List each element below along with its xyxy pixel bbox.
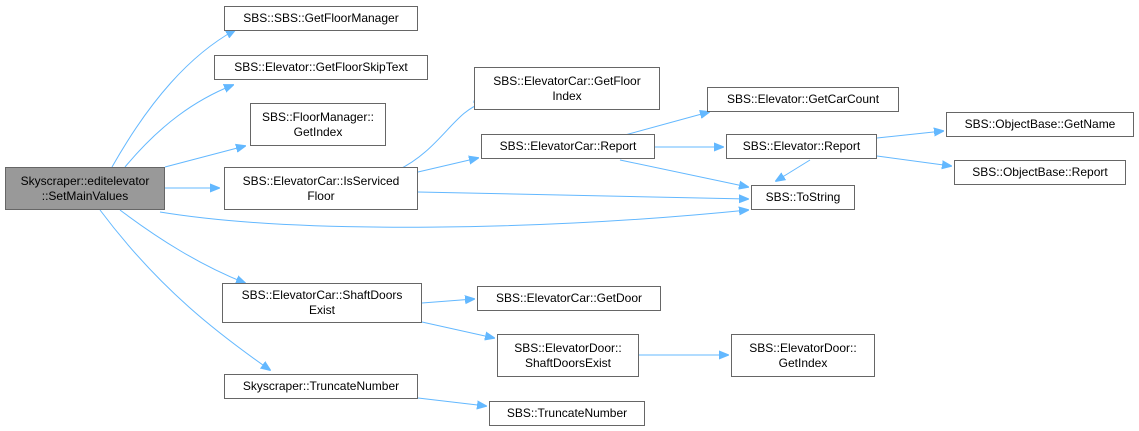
node-get-floor-index[interactable]: SBS::ElevatorCar::GetFloor Index [474, 67, 660, 110]
node-label: SBS::Elevator::Report [742, 139, 861, 153]
node-label: SBS::ElevatorDoor:: GetIndex [749, 340, 857, 370]
edge-root-shaft-doors-exist [119, 209, 245, 283]
edge-report-to-string [619, 159, 748, 187]
node-shaft-doors-exist-car[interactable]: SBS::ElevatorCar::ShaftDoors Exist [222, 283, 422, 323]
node-label: SBS::ElevatorCar::Report [499, 139, 637, 153]
edge-root-floor-manager-get-index [164, 146, 245, 168]
node-label: SBS::ObjectBase::GetName [964, 117, 1116, 131]
edge-shaftdoors-door-shaft-doors-exist [421, 321, 494, 338]
edge-shaftdoors-get-door [421, 299, 474, 303]
node-door-shaft-doors-exist[interactable]: SBS::ElevatorDoor:: ShaftDoorsExist [497, 334, 639, 377]
node-label: SBS::Elevator::GetCarCount [726, 92, 880, 106]
edge-serviced-to-string [417, 191, 748, 199]
node-root-set-main-values: Skyscraper::editelevator ::SetMainValues [5, 167, 165, 210]
node-get-door[interactable]: SBS::ElevatorCar::GetDoor [477, 286, 661, 311]
node-label: SBS::SBS::GetFloorManager [243, 11, 399, 25]
edge-truncate-sbs-truncate [417, 397, 486, 406]
node-objectbase-report[interactable]: SBS::ObjectBase::Report [954, 160, 1126, 185]
node-label: SBS::ElevatorCar::GetFloor Index [493, 73, 641, 103]
node-is-serviced-floor[interactable]: SBS::ElevatorCar::IsServiced Floor [224, 167, 418, 210]
node-label: SBS::FloorManager:: GetIndex [261, 109, 375, 139]
node-door-get-index[interactable]: SBS::ElevatorDoor:: GetIndex [731, 334, 875, 377]
edge-root-to-string [159, 210, 748, 228]
node-label: SBS::ElevatorDoor:: ShaftDoorsExist [514, 340, 622, 370]
node-get-floor-manager[interactable]: SBS::SBS::GetFloorManager [224, 6, 418, 31]
node-label: SBS::ElevatorCar::ShaftDoors Exist [241, 288, 403, 317]
node-label: Skyscraper::TruncateNumber [242, 379, 400, 393]
edge-elev-report-get-name [876, 131, 943, 139]
edge-root-get-floor-skip-text [124, 85, 233, 168]
edge-report-get-car-count [624, 112, 709, 136]
node-get-car-count[interactable]: SBS::Elevator::GetCarCount [707, 87, 899, 112]
edge-serviced-car-report [417, 158, 478, 173]
node-label: SBS::ObjectBase::Report [972, 165, 1108, 179]
node-truncate-number-sbs[interactable]: SBS::TruncateNumber [489, 401, 645, 426]
edge-root-get-floor-manager [111, 30, 235, 168]
node-get-floor-skip-text[interactable]: SBS::Elevator::GetFloorSkipText [214, 55, 428, 80]
node-truncate-number-sky[interactable]: Skyscraper::TruncateNumber [224, 374, 418, 399]
node-label: SBS::ElevatorCar::GetDoor [495, 291, 643, 305]
edge-elev-report-to-string [776, 159, 811, 181]
node-get-name[interactable]: SBS::ObjectBase::GetName [946, 112, 1134, 137]
node-to-string[interactable]: SBS::ToString [751, 185, 855, 210]
node-label: SBS::ToString [765, 190, 841, 204]
node-elevator-report[interactable]: SBS::Elevator::Report [726, 134, 877, 159]
edge-elev-report-objectbase-report [876, 155, 951, 166]
node-label: SBS::Elevator::GetFloorSkipText [234, 60, 408, 74]
edge-root-truncate-number [99, 209, 270, 370]
node-label: SBS::TruncateNumber [506, 406, 628, 420]
node-label: SBS::ElevatorCar::IsServiced Floor [242, 173, 400, 203]
node-label: Skyscraper::editelevator ::SetMainValues [20, 173, 150, 203]
node-car-report[interactable]: SBS::ElevatorCar::Report [481, 134, 655, 159]
node-floor-manager-get-index[interactable]: SBS::FloorManager:: GetIndex [250, 103, 386, 146]
